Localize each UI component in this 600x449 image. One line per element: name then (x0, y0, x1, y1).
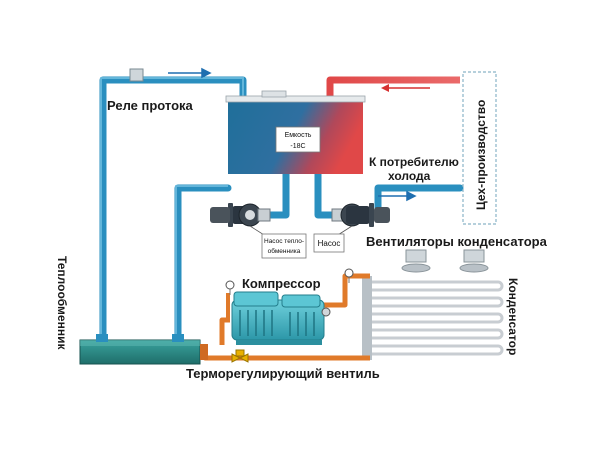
consumer-pump (331, 203, 390, 227)
thermo-valve (231, 349, 249, 363)
pump-label: Насос (318, 239, 341, 248)
heat-pump-label-box (261, 233, 307, 259)
heat-exchanger-label: Теплообменник (55, 256, 69, 350)
condenser-header-left (362, 276, 372, 360)
compressor-label: Компрессор (242, 276, 321, 291)
condenser-label: Конденсатор (506, 278, 520, 355)
hot-return-pipe (326, 76, 460, 100)
tank-label-box (275, 126, 321, 153)
pressure-gauge-right (344, 268, 354, 283)
tank: Емкость -18С (225, 90, 366, 174)
heat-pump-label-line2: обменника (268, 247, 301, 255)
condenser-fan-right (459, 249, 489, 273)
workshop-box (462, 71, 497, 225)
flow-arrows (168, 67, 417, 202)
condenser-fan-left (401, 249, 431, 273)
compressor (231, 291, 331, 345)
workshop-label: Цех-производство (474, 100, 488, 210)
flow-relay-label: Реле протока (107, 98, 194, 113)
flow-relay-sensor (129, 68, 144, 82)
tank-label-line2: -18С (290, 143, 305, 150)
pump-label-box (313, 233, 345, 253)
consumer-label-line2: холода (388, 169, 431, 183)
fans-label: Вентиляторы конденсатора (366, 234, 548, 249)
condenser-coil (366, 280, 504, 356)
tank-label-line1: Емкость (285, 132, 312, 139)
consumer-label-line1: К потребителю (369, 155, 459, 169)
heat-exchanger-pump (210, 203, 271, 227)
heat-pump-label-line1: Насос тепло- (264, 238, 304, 245)
pressure-gauge-left (225, 280, 235, 295)
water-pipe-highlights (100, 77, 244, 340)
heat-exchanger (79, 334, 208, 365)
thermo-valve-label: Терморегулирующий вентиль (186, 366, 380, 381)
